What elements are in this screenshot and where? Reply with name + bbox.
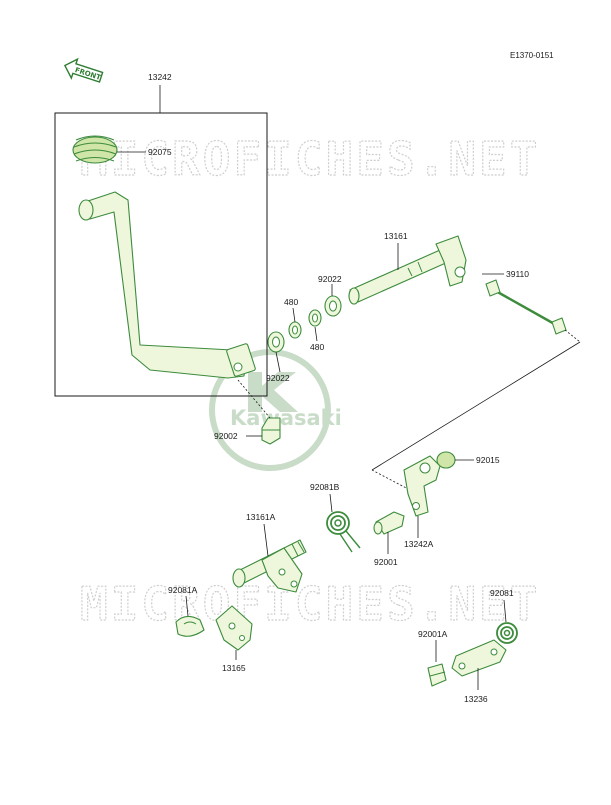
part-label-92015: 92015 bbox=[476, 455, 500, 465]
spring-92081 bbox=[496, 622, 518, 644]
plate-13165 bbox=[215, 605, 253, 651]
leader-92081 bbox=[503, 599, 507, 623]
part-label-13236: 13236 bbox=[464, 694, 488, 704]
part-label-13165: 13165 bbox=[222, 663, 246, 673]
part-label-92022-bottom: 92022 bbox=[266, 373, 290, 383]
leader-92081B bbox=[329, 493, 333, 513]
part-label-13161: 13161 bbox=[384, 231, 408, 241]
pivot-bolt-92001 bbox=[373, 511, 405, 535]
logo-text: Kawasaki bbox=[230, 406, 342, 430]
bolt-axis-line bbox=[237, 379, 271, 419]
washer-92022-bottom bbox=[267, 331, 285, 353]
part-label-92001: 92001 bbox=[374, 557, 398, 567]
part-label-92075: 92075 bbox=[148, 147, 172, 157]
bolt-92002 bbox=[261, 417, 281, 445]
part-label-39110: 39110 bbox=[506, 269, 529, 279]
part-label-92081B: 92081B bbox=[310, 482, 340, 492]
part-label-13242A: 13242A bbox=[404, 539, 434, 549]
watermark-bottom: MICROFICHES.NET bbox=[80, 577, 540, 631]
lever-13242A bbox=[403, 455, 441, 517]
part-label-92081: 92081 bbox=[490, 588, 514, 598]
shaft-arm-13161A bbox=[232, 539, 307, 593]
tie-rod-39110 bbox=[485, 279, 567, 335]
washer-480-top bbox=[288, 321, 302, 339]
shift-pedal-lever bbox=[78, 191, 256, 379]
part-label-13161A: 13161A bbox=[246, 512, 276, 522]
bolt-92001A bbox=[427, 663, 447, 687]
link-line-diagonal bbox=[371, 341, 581, 471]
link-line-right bbox=[564, 329, 581, 343]
leader-92081A bbox=[185, 595, 189, 617]
washer-480-bottom bbox=[308, 309, 322, 327]
clip-92081A bbox=[175, 615, 205, 637]
figure-code: E1370-0151 bbox=[510, 51, 554, 60]
leader-480-bottom bbox=[314, 326, 318, 342]
watermark-top: MICROFICHES.NET bbox=[80, 132, 540, 186]
pedal-rubber-92075 bbox=[72, 135, 118, 164]
part-label-480-top: 480 bbox=[284, 297, 298, 307]
pedal-assembly-frame bbox=[54, 112, 268, 397]
leader-92022-bottom bbox=[275, 351, 281, 373]
shift-shaft-13161 bbox=[348, 235, 467, 305]
spring-92081B bbox=[326, 511, 361, 553]
link-line-short bbox=[371, 469, 411, 491]
link-plate-13236 bbox=[451, 639, 507, 677]
part-label-92002: 92002 bbox=[214, 431, 238, 441]
washer-92022-top bbox=[324, 295, 342, 317]
part-label-92081A: 92081A bbox=[168, 585, 198, 595]
part-label-13242: 13242 bbox=[148, 72, 172, 82]
part-label-92001A: 92001A bbox=[418, 629, 448, 639]
kawasaki-logo: Kawasaki bbox=[209, 349, 342, 471]
leader-13161A bbox=[263, 523, 269, 557]
front-arrow-icon: FRONT bbox=[63, 57, 104, 83]
leader-480-top bbox=[292, 307, 296, 323]
part-label-92022-top: 92022 bbox=[318, 274, 342, 284]
part-label-480-bottom: 480 bbox=[310, 342, 324, 352]
